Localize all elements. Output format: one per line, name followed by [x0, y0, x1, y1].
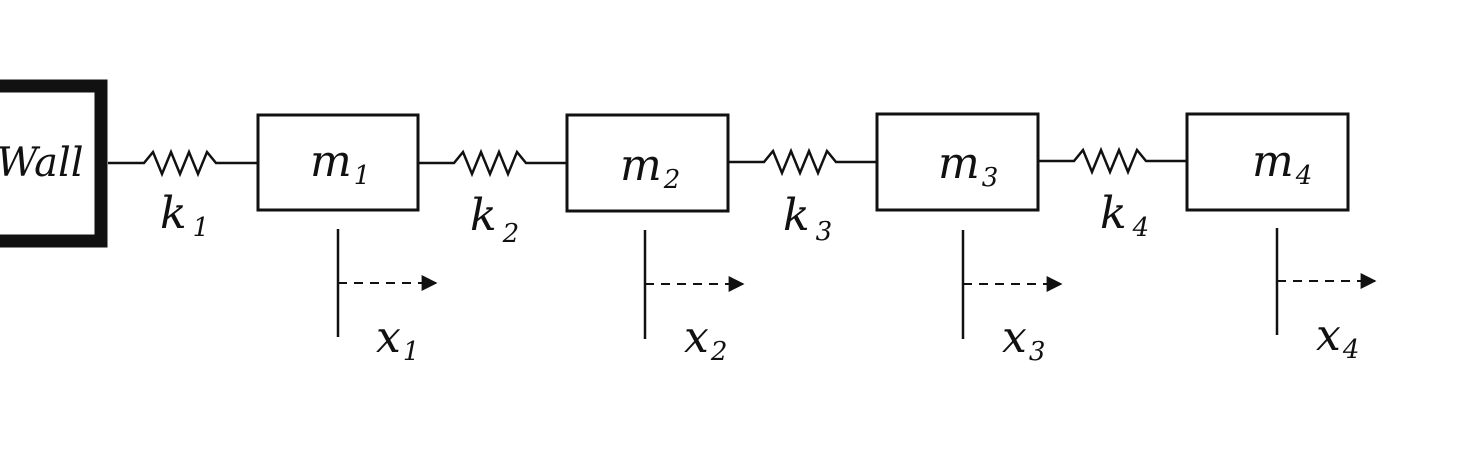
mass-2: m2 — [565, 113, 730, 213]
mass-4: m4 — [1185, 112, 1350, 212]
displacement-1: x1 — [336, 229, 438, 367]
wall-label: Wall — [0, 140, 84, 186]
mass-1-label: m1 — [310, 136, 370, 191]
mass-3: m3 — [875, 112, 1040, 212]
displacement-4-label: x4 — [1316, 310, 1359, 365]
displacement-4: x4 — [1275, 228, 1377, 365]
displacement-1-label: x1 — [376, 312, 419, 367]
mass-4-label: m4 — [1252, 136, 1312, 191]
displacement-3-label: x3 — [1002, 312, 1045, 367]
mass-1: m1 — [256, 113, 420, 212]
wall: Wall — [0, 79, 108, 248]
displacement-2: x2 — [643, 230, 745, 367]
mass-3-label: m3 — [938, 138, 998, 193]
mass-2-label: m2 — [620, 140, 680, 195]
displacement-2-label: x2 — [684, 312, 727, 367]
displacement-3: x3 — [961, 230, 1063, 367]
